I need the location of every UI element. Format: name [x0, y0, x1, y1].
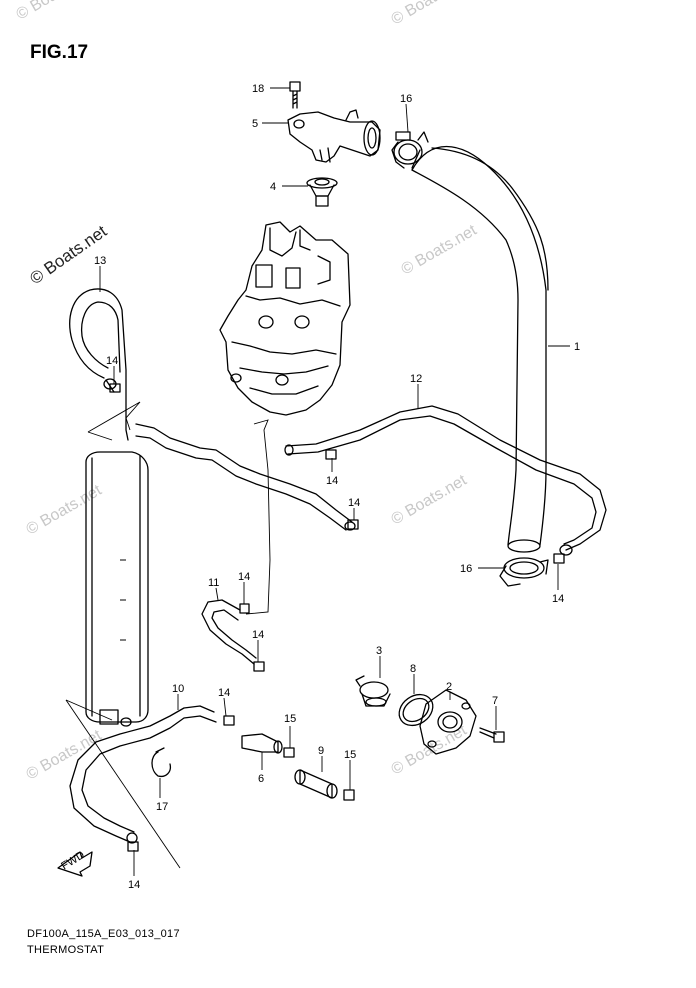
callout-18: 18 [252, 83, 264, 95]
part-12-hose [284, 405, 607, 556]
callout-17: 17 [156, 801, 168, 813]
watermark: © Boats.net [14, 0, 96, 23]
callout-7: 7 [492, 695, 498, 707]
part-18-bolt [289, 81, 301, 109]
callout-leaders [99, 87, 570, 876]
watermark: © Boats.net [399, 222, 481, 279]
callout-4: 4 [270, 181, 276, 193]
part-8-o-ring [398, 693, 434, 727]
part-17-clip [151, 747, 172, 778]
diagram-name: THERMOSTAT [27, 944, 105, 956]
callout-14: 14 [106, 355, 118, 367]
callout-1: 1 [574, 341, 580, 353]
callout-14: 14 [348, 497, 360, 509]
callout-10: 10 [172, 683, 184, 695]
small-clamps [109, 383, 565, 852]
part-3-thermostat [355, 675, 391, 707]
part-16-upper-clamp [391, 131, 429, 169]
callout-14: 14 [552, 593, 564, 605]
diagram-code: DF100A_115A_E03_013_017 [27, 928, 180, 940]
callout-2: 2 [446, 681, 452, 693]
callout-12: 12 [410, 373, 422, 385]
part-2-housing [419, 689, 477, 755]
part-9-hose-segment [294, 769, 338, 799]
part-6-fitting [241, 733, 283, 754]
part-11-hose [201, 599, 257, 665]
callout-3: 3 [376, 645, 382, 657]
figure-title: FIG.17 [30, 42, 89, 63]
callout-9: 9 [318, 745, 324, 757]
part-4-thermostat [306, 177, 338, 207]
callout-14: 14 [218, 687, 230, 699]
callout-15: 15 [284, 713, 296, 725]
callout-5: 5 [252, 118, 258, 130]
watermark: © Boats.net [389, 472, 471, 529]
callout-16: 16 [460, 563, 472, 575]
callout-16: 16 [400, 93, 412, 105]
watermark: © Boats.net [24, 727, 106, 784]
engine-block [219, 221, 351, 416]
callout-14: 14 [326, 475, 338, 487]
callout-14: 14 [252, 629, 264, 641]
lower-connector-hose [135, 423, 356, 531]
part-16-lower-clamp [499, 557, 549, 587]
callout-8: 8 [410, 663, 416, 675]
watermark: © Boats.net [24, 482, 106, 539]
forward-arrow-icon: FWD [57, 849, 93, 877]
part-5-thermostat-cover [287, 109, 381, 163]
callout-14: 14 [128, 879, 140, 891]
part-13-hose [69, 288, 129, 441]
callout-11: 11 [208, 577, 219, 589]
intercooler-body [85, 451, 149, 727]
callout-14: 14 [238, 571, 250, 583]
part-7-bolt [479, 727, 505, 743]
part-1-large-hose [411, 146, 549, 553]
assembly-lines [65, 401, 271, 869]
callout-6: 6 [258, 773, 264, 785]
watermark: © Boats.net [389, 0, 471, 28]
callout-13: 13 [94, 255, 106, 267]
callout-15: 15 [344, 749, 356, 761]
callout-labels: 18 5 16 4 13 1 14 12 14 14 11 14 14 3 8 … [94, 83, 580, 891]
part-10-hose [69, 705, 217, 844]
